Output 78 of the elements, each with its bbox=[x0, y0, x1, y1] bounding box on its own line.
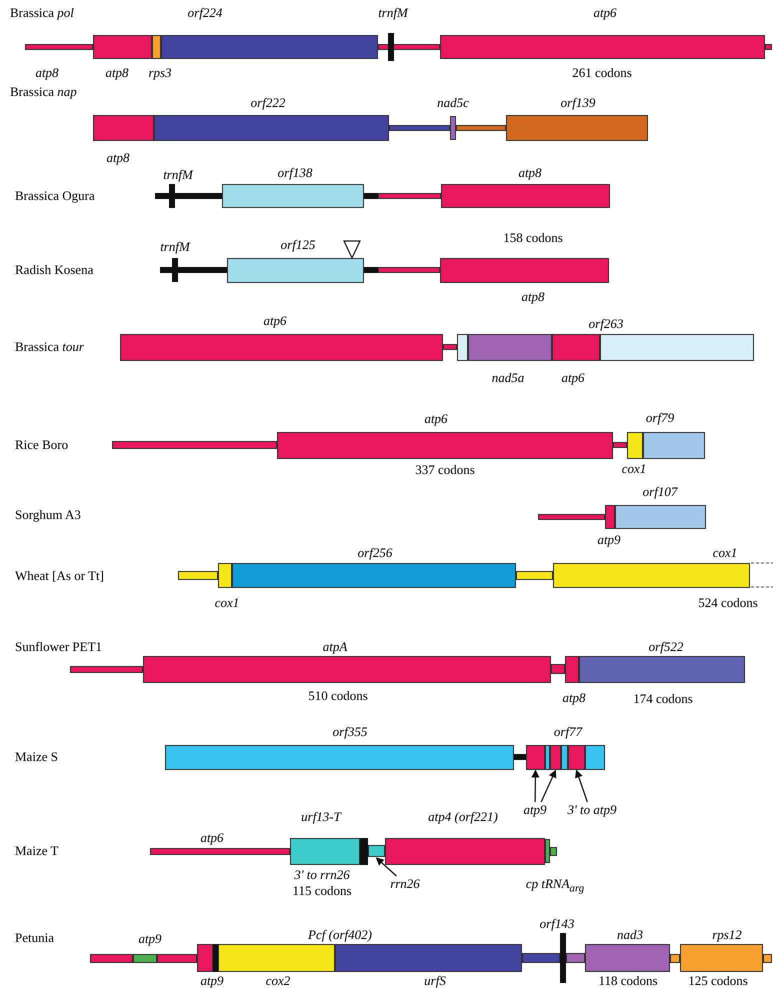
species-label: Brassica nap bbox=[10, 84, 77, 99]
gene-label: atp9 bbox=[200, 973, 224, 988]
gene-box bbox=[526, 744, 545, 770]
gene-label: atp4 (orf221) bbox=[428, 809, 498, 824]
gene-label: trnfM bbox=[378, 5, 408, 20]
gene-label: trnfM bbox=[163, 167, 193, 182]
species-label: Brassica tour bbox=[15, 339, 84, 354]
species-label: Petunia bbox=[15, 930, 54, 945]
gene-label: atpA bbox=[322, 639, 348, 654]
gene-label: 3' to rrn26 bbox=[294, 867, 350, 882]
gene-label: atp6 bbox=[200, 830, 224, 845]
species-label: Brassica pol bbox=[10, 5, 74, 20]
gene-label: orf77 bbox=[554, 724, 582, 739]
gene-label: cp tRNA$_{arg}$ bbox=[526, 876, 584, 897]
codon-count-label: 125 codons bbox=[688, 973, 748, 988]
gene-label: nad5a bbox=[492, 370, 524, 385]
gene-label: orf222 bbox=[250, 95, 286, 110]
gene-label: atp6 bbox=[424, 411, 448, 426]
species-label: Maize S bbox=[15, 749, 58, 764]
gene-box bbox=[550, 744, 561, 770]
codon-count-label: 115 codons bbox=[292, 883, 352, 898]
gene-label: atp6 bbox=[561, 370, 585, 385]
codon-count-label: 174 codons bbox=[633, 691, 693, 706]
gene-label: atp6 bbox=[263, 313, 287, 328]
gene-label: atp8 bbox=[35, 65, 59, 80]
gene-label: rrn26 bbox=[390, 876, 420, 891]
gene-label: cox1 bbox=[622, 461, 646, 476]
species-label: Sorghum A3 bbox=[15, 507, 81, 522]
gene-label: nad5c bbox=[437, 95, 469, 110]
gene-box bbox=[368, 845, 385, 857]
gene-label: atp8 bbox=[106, 150, 130, 165]
gene-label: Pcf (orf402) bbox=[308, 927, 372, 942]
codon-count-label: 337 codons bbox=[415, 462, 475, 477]
gene-label: atp9 bbox=[523, 802, 547, 817]
species-label: Sunflower PET1 bbox=[15, 639, 102, 654]
gene-label: nad3 bbox=[617, 927, 643, 942]
species-label: Radish Kosena bbox=[15, 262, 94, 277]
gene-box bbox=[568, 744, 585, 770]
gene-label: orf139 bbox=[560, 95, 596, 110]
gene-label: trnfM bbox=[160, 239, 190, 254]
gene-label: orf125 bbox=[280, 237, 316, 252]
gene-label: atp8 bbox=[562, 690, 586, 705]
gene-label: urf13-T bbox=[301, 809, 341, 824]
gene-label: orf143 bbox=[540, 916, 574, 931]
gene-label: cox1 bbox=[214, 595, 240, 610]
leader-arrow bbox=[531, 770, 540, 802]
gene-label: atp8 bbox=[518, 165, 542, 180]
gene-label: cox1 bbox=[712, 545, 738, 560]
leader-arrow bbox=[575, 770, 588, 802]
gene-label: urfS bbox=[424, 973, 446, 988]
gene-label: atp9 bbox=[597, 532, 621, 547]
species-label: Rice Boro bbox=[15, 437, 68, 452]
codon-count-label: 158 codons bbox=[503, 230, 563, 245]
codon-count-label: 118 codons bbox=[598, 973, 658, 988]
species-label: Wheat [As or Tt] bbox=[15, 568, 104, 583]
gene-label: atp8 bbox=[105, 65, 129, 80]
species-label: Brassica Ogura bbox=[15, 188, 95, 203]
gene-label: orf355 bbox=[332, 724, 368, 739]
gene-label: atp6 bbox=[593, 5, 617, 20]
leader-arrow bbox=[376, 857, 397, 876]
gene-label: orf79 bbox=[646, 410, 674, 425]
gene-label: 3' to atp9 bbox=[568, 802, 616, 817]
species-label: Maize T bbox=[15, 843, 58, 858]
gene-label: rps12 bbox=[712, 927, 742, 942]
codon-count-label: 524 codons bbox=[698, 595, 758, 610]
codon-count-label: 510 codons bbox=[308, 688, 368, 703]
leader-arrow bbox=[540, 770, 556, 802]
gene-label: orf263 bbox=[588, 316, 624, 331]
gene-label: orf224 bbox=[188, 5, 222, 20]
gene-label: orf522 bbox=[648, 639, 684, 654]
gene-label: orf138 bbox=[278, 165, 312, 180]
gene-label: rps3 bbox=[148, 65, 172, 80]
gene-label: orf256 bbox=[358, 545, 392, 560]
codon-count-label: 261 codons bbox=[572, 65, 632, 80]
gene-label: cox2 bbox=[266, 973, 290, 988]
gene-label: atp8 bbox=[521, 289, 545, 304]
gene-label: orf107 bbox=[642, 484, 678, 499]
gene-label: atp9 bbox=[138, 931, 162, 946]
